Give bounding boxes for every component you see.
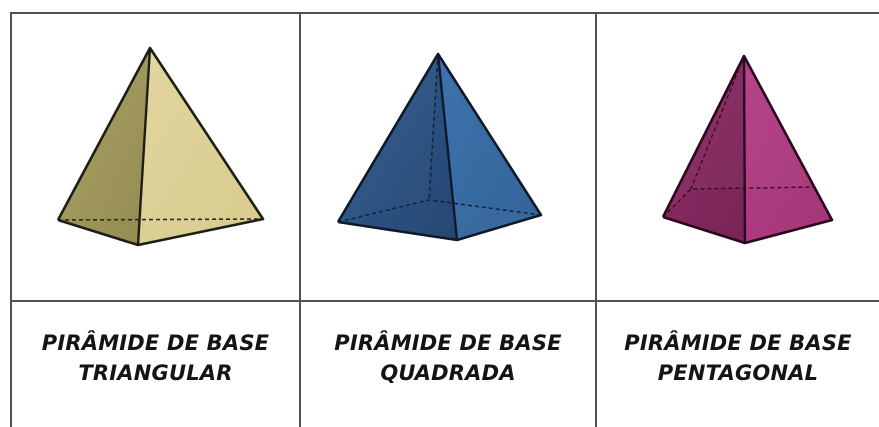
column-divider-2 [595, 12, 597, 427]
square-pyramid-illustration [336, 52, 543, 242]
triangular-right-face [138, 48, 263, 245]
triangular-pyramid-illustration [56, 46, 265, 247]
pentagonal-label: PIRÂMIDE DE BASE PENTAGONAL [624, 328, 851, 388]
square-pyramid-cell [301, 14, 595, 300]
square-left-face [338, 54, 457, 240]
square-label: PIRÂMIDE DE BASE QUADRADA [334, 328, 561, 388]
pentagonal-right-face [744, 56, 832, 243]
triangular-label: PIRÂMIDE DE BASE TRIANGULAR [42, 328, 269, 388]
pentagonal-label-cell: PIRÂMIDE DE BASE PENTAGONAL [597, 302, 879, 427]
triangular-label-cell: PIRÂMIDE DE BASE TRIANGULAR [12, 302, 299, 427]
label-line-2: QUADRADA [380, 360, 516, 385]
label-line-2: TRIANGULAR [78, 360, 233, 385]
triangular-left-face [58, 48, 150, 245]
column-divider-1 [299, 12, 301, 427]
row-divider [10, 300, 879, 302]
label-line-2: PENTAGONAL [657, 360, 819, 385]
triangular-pyramid-cell [12, 14, 299, 300]
pentagonal-pyramid-cell [597, 14, 879, 300]
label-line-1: PIRÂMIDE DE BASE [41, 330, 270, 355]
square-right-face [438, 54, 541, 240]
label-line-1: PIRÂMIDE DE BASE [624, 330, 852, 355]
top-border [10, 12, 879, 14]
left-border [10, 12, 12, 427]
pentagonal-pyramid-illustration [661, 54, 834, 245]
square-label-cell: PIRÂMIDE DE BASE QUADRADA [301, 302, 595, 427]
label-line-1: PIRÂMIDE DE BASE [334, 330, 562, 355]
